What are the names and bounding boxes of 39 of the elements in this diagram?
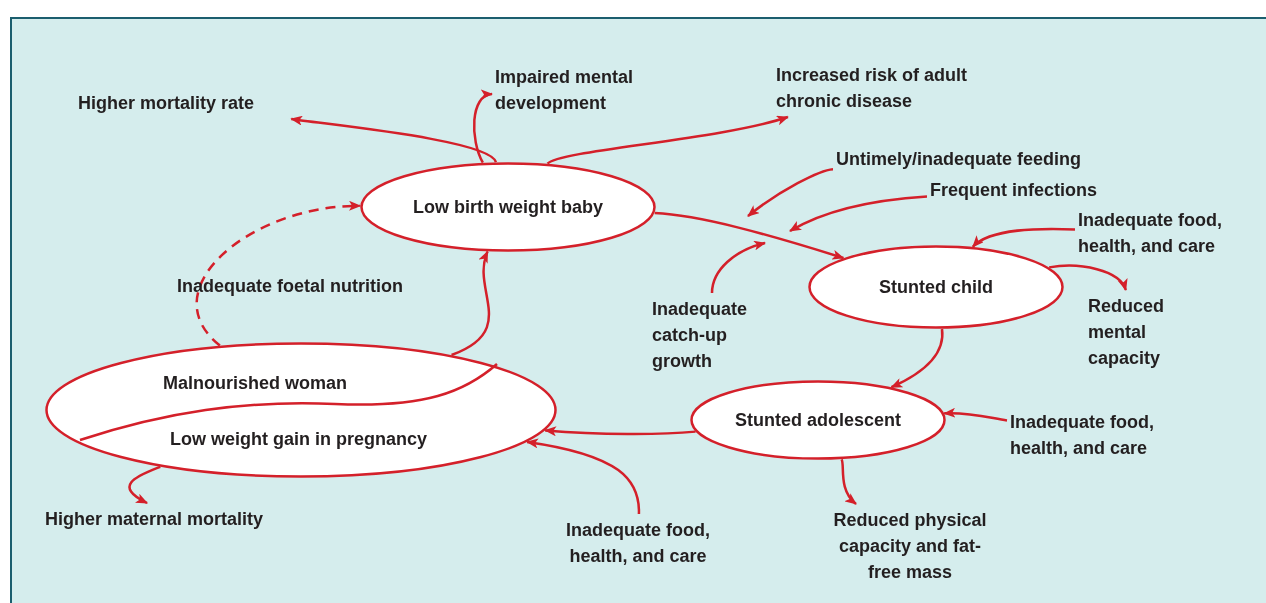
- arrow: [789, 195, 928, 233]
- arrow: [472, 91, 493, 164]
- factor-text: Inadequate food, health, and care: [548, 517, 728, 569]
- stage-label: Low birth weight baby: [413, 196, 603, 219]
- arrow: [451, 250, 491, 357]
- stage-ellipse: [360, 162, 656, 252]
- stage-label: Stunted child: [879, 276, 993, 299]
- stage-ellipse: [808, 245, 1064, 329]
- factor-text: Increased risk of adult chronic disease: [776, 62, 971, 114]
- stage-label: Malnourished woman: [163, 372, 348, 395]
- factor-text: Inadequate foetal nutrition: [177, 275, 403, 298]
- factor-text: Impaired mental development: [495, 64, 670, 116]
- arrow: [654, 211, 845, 260]
- arrow: [972, 227, 1076, 248]
- arrow: [840, 458, 857, 505]
- arrow: [747, 167, 834, 217]
- arrow: [526, 438, 641, 515]
- stage-label: Stunted adolescent: [735, 409, 901, 432]
- stage-label: Low weight gain in pregnancy: [170, 428, 428, 451]
- factor-text: Reduced physical capacity and fat-free mass: [830, 507, 990, 585]
- factor-text: Higher mortality rate: [78, 90, 298, 116]
- stage-ellipse: [690, 380, 946, 460]
- factor-text: Frequent infections: [930, 177, 1130, 203]
- factor-text: Inadequate food, health, and care: [1010, 409, 1200, 461]
- arrow: [544, 426, 696, 437]
- arrow: [710, 241, 766, 294]
- arrow: [195, 201, 362, 347]
- stage-ellipse: [45, 342, 557, 478]
- arrow: [290, 115, 497, 163]
- arrow: [128, 465, 161, 505]
- factor-text: Untimely/inadequate feeding: [836, 146, 1136, 172]
- factor-text: Reduced mental capacity: [1088, 293, 1188, 371]
- arrow: [943, 408, 1008, 422]
- factor-text: Inadequate food, health, and care: [1078, 207, 1253, 259]
- factor-text: Higher maternal mortality: [45, 506, 315, 532]
- arrow: [890, 328, 944, 389]
- arrow: [546, 115, 789, 165]
- arrow: [1048, 264, 1127, 291]
- factor-text: Inadequate catch-up growth: [652, 296, 772, 374]
